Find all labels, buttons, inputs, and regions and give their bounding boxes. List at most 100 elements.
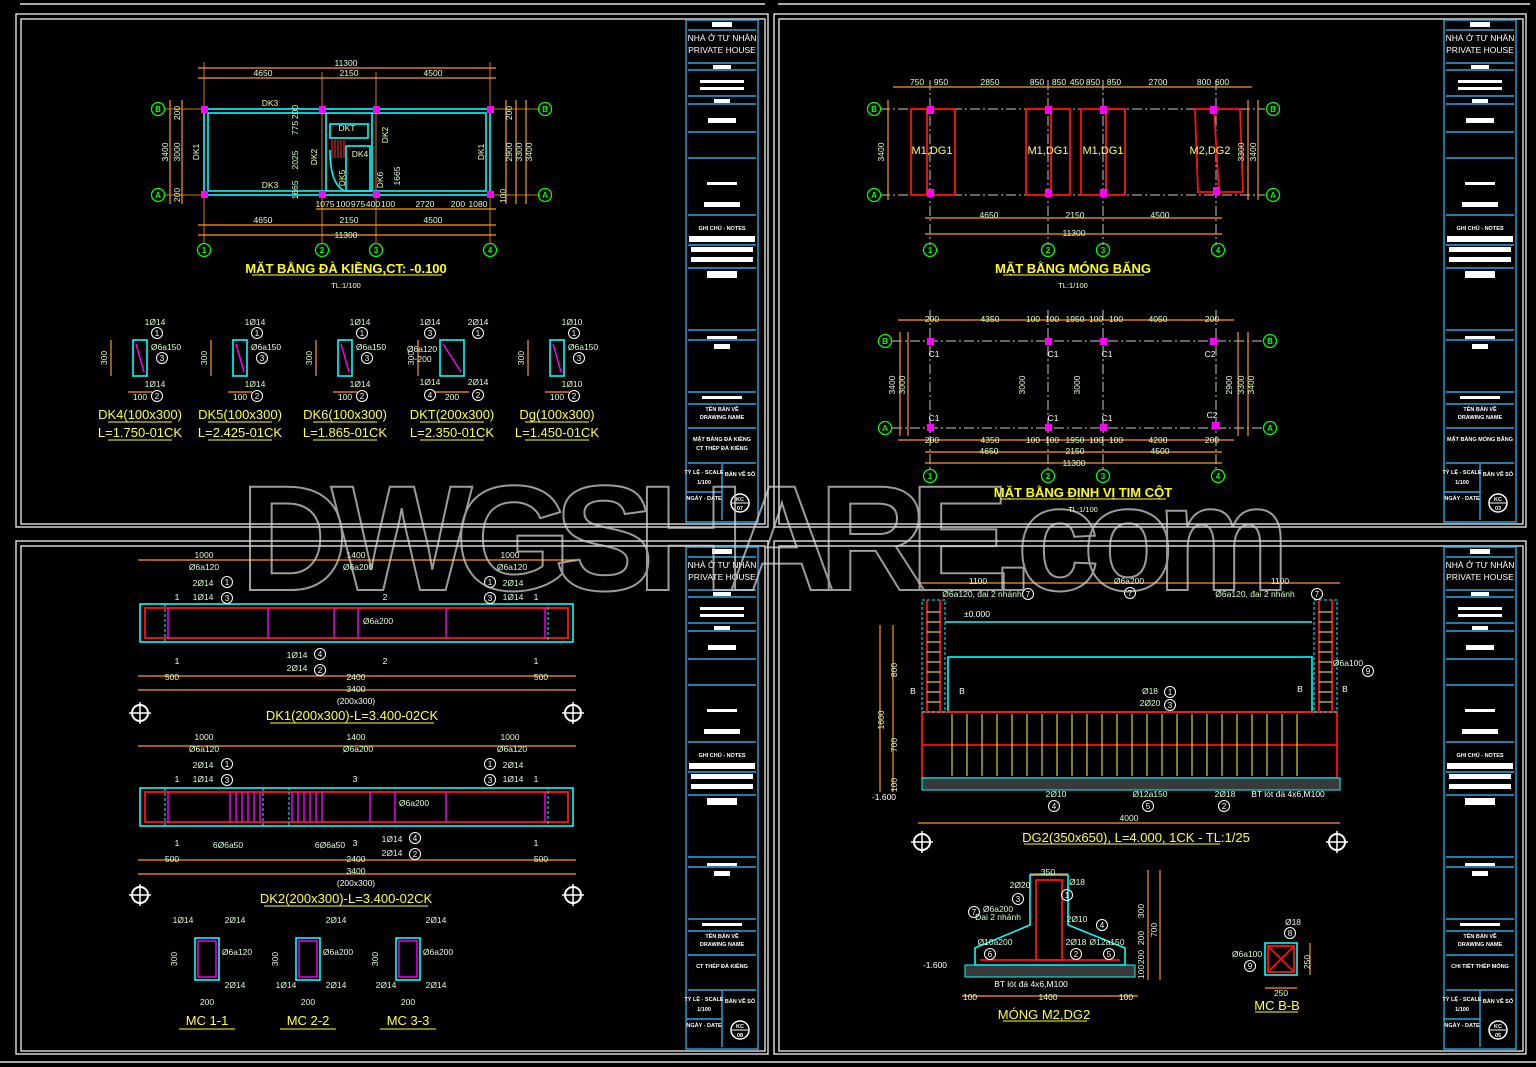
bar-mark-number: 3 bbox=[488, 594, 493, 603]
title-block-text-block bbox=[1447, 236, 1513, 242]
dimension-label: 3300 bbox=[1236, 375, 1246, 394]
bar-mark-number: 9 bbox=[1366, 667, 1371, 676]
bar-mark-circle bbox=[484, 774, 496, 786]
title-block-text-block bbox=[1465, 271, 1495, 278]
section-width: 100 bbox=[550, 392, 564, 402]
title-block-text-block bbox=[1458, 614, 1502, 617]
dimension-label: Ø18 bbox=[1069, 877, 1085, 887]
bar-mark-number: 2 bbox=[1074, 950, 1079, 959]
panel-frame-inner bbox=[778, 545, 1524, 1052]
drawing-name-label-en: DRAWING NAME bbox=[1458, 415, 1503, 421]
section-name: MC 1-1 bbox=[186, 1013, 229, 1028]
dimension-label: 1400 bbox=[1039, 992, 1058, 1002]
bar-mark-circle bbox=[221, 592, 233, 604]
panel-frame bbox=[773, 540, 1527, 1055]
dimension-label: 200 bbox=[1205, 314, 1219, 324]
title-block-text-block bbox=[1449, 784, 1511, 789]
bar-mark-circle bbox=[568, 390, 580, 402]
bar-mark-number: 3 bbox=[1168, 701, 1173, 710]
bar-mark-circle bbox=[1244, 960, 1256, 972]
bar-mark-circle bbox=[221, 576, 233, 588]
footing-label: M1,DG1 bbox=[912, 145, 953, 157]
bar-mark-number: 8 bbox=[1288, 929, 1293, 938]
dimension-label: 250 bbox=[1274, 988, 1288, 998]
grid-bubble bbox=[537, 187, 553, 203]
title-block bbox=[1443, 546, 1517, 1050]
project-name-en: PRIVATE HOUSE bbox=[1446, 572, 1514, 582]
plan-title: MẶT BẰNG ĐÀ KIỀNG,CT: -0.100 bbox=[245, 261, 447, 276]
dimension-label: 2Ø14 bbox=[326, 980, 347, 990]
dimension-label: 4500 bbox=[1151, 210, 1170, 220]
dimension-label: 1100 bbox=[1271, 576, 1290, 586]
grid-bubble-label: A bbox=[1270, 191, 1276, 200]
panel-footing-plans bbox=[880, 80, 1265, 500]
dimension-label: 1665 bbox=[290, 180, 300, 199]
date-label: NGÀY - DATE bbox=[686, 1022, 722, 1029]
dimension-label: 1Ø14 bbox=[420, 377, 441, 387]
dimension-label: 500 bbox=[534, 672, 548, 682]
bar-mark-number: 7 bbox=[1315, 590, 1320, 599]
bar-mark-circle bbox=[472, 327, 484, 339]
bar-mark-circle bbox=[484, 592, 496, 604]
dimension-label: 100 bbox=[1026, 314, 1040, 324]
title-block-text-block bbox=[1472, 871, 1488, 876]
title-block-text-block bbox=[712, 22, 732, 27]
bar-mark-number: 3 bbox=[225, 776, 230, 785]
grid-bubble bbox=[482, 242, 498, 258]
dimension-label: 200 bbox=[172, 106, 182, 120]
dimension-label: 800 bbox=[1197, 77, 1211, 87]
bar-mark-number: 3 bbox=[428, 329, 433, 338]
bar-mark-circle bbox=[1012, 893, 1024, 905]
bar-mark-number: 1 bbox=[1065, 891, 1070, 900]
cut-mark: B bbox=[1297, 684, 1303, 694]
dimension-label: 2Ø14 bbox=[426, 915, 447, 925]
dimension-label: 500 bbox=[534, 854, 548, 864]
sheet-prefix: KC bbox=[736, 497, 744, 503]
grid-bubble-label: 1 bbox=[202, 246, 207, 255]
dimension-label: 200 bbox=[925, 314, 939, 324]
column-label: C1 bbox=[1102, 413, 1113, 423]
date-label: NGÀY - DATE bbox=[1444, 495, 1480, 502]
watermark-logo: DWGSHARE.com bbox=[240, 454, 1290, 622]
stirrup bbox=[552, 343, 562, 373]
dimension-label: 2Ø20 bbox=[1010, 880, 1031, 890]
section-height: 300 bbox=[99, 351, 109, 365]
dimension-label: 100 bbox=[1109, 435, 1123, 445]
bar-mark-number: 3 bbox=[365, 354, 370, 363]
drawing-name-label: TÊN BẢN VẼ bbox=[1463, 932, 1497, 940]
dimension-label: 100 bbox=[1136, 965, 1146, 979]
footing-label: M2,DG2 bbox=[1190, 145, 1231, 157]
dimension-label: 1Ø14 bbox=[503, 592, 524, 602]
grid-bubble-label: B bbox=[542, 105, 548, 114]
title-block-text-block bbox=[708, 645, 736, 650]
bar-mark-number: 6 bbox=[988, 950, 993, 959]
section-name: MC 2-2 bbox=[287, 1013, 330, 1028]
dimension-label: 11300 bbox=[334, 58, 357, 68]
grid-bubble-label: 2 bbox=[320, 246, 325, 255]
title-block-text-block bbox=[691, 774, 753, 779]
dimension-label: 2Ø20 bbox=[1140, 698, 1161, 708]
beam-title: DK2(200x300)-L=3.400-02CK bbox=[260, 891, 433, 906]
beam-label: DK5 bbox=[337, 169, 347, 186]
project-name-en: PRIVATE HOUSE bbox=[688, 572, 756, 582]
dimension-label: 2Ø14 bbox=[193, 578, 214, 588]
bar-mark-circle bbox=[1096, 919, 1108, 931]
section-outline bbox=[337, 339, 353, 377]
bar-mark-circle bbox=[251, 390, 263, 402]
dimension-label: Ø6a120 bbox=[222, 947, 253, 957]
beam-title: DK1(200x300)-L=3.400-02CK bbox=[266, 708, 439, 723]
bar-mark-circle bbox=[356, 327, 368, 339]
dimension-label: 100 bbox=[1119, 992, 1133, 1002]
section-name: DK5(100x300) bbox=[198, 407, 282, 422]
grid-bubble-label: 3 bbox=[374, 246, 379, 255]
grid-bubble bbox=[1262, 333, 1278, 349]
bar-mark-circle bbox=[409, 832, 421, 844]
scale-label: TỶ LỆ - SCALE bbox=[1442, 468, 1481, 476]
grid-bubble bbox=[1040, 242, 1056, 258]
dimension-label: 975 bbox=[351, 199, 365, 209]
grid-bubble-label: B bbox=[1267, 337, 1273, 346]
dimension-label: 950 bbox=[934, 77, 948, 87]
dimension-label: 450 bbox=[1070, 77, 1084, 87]
